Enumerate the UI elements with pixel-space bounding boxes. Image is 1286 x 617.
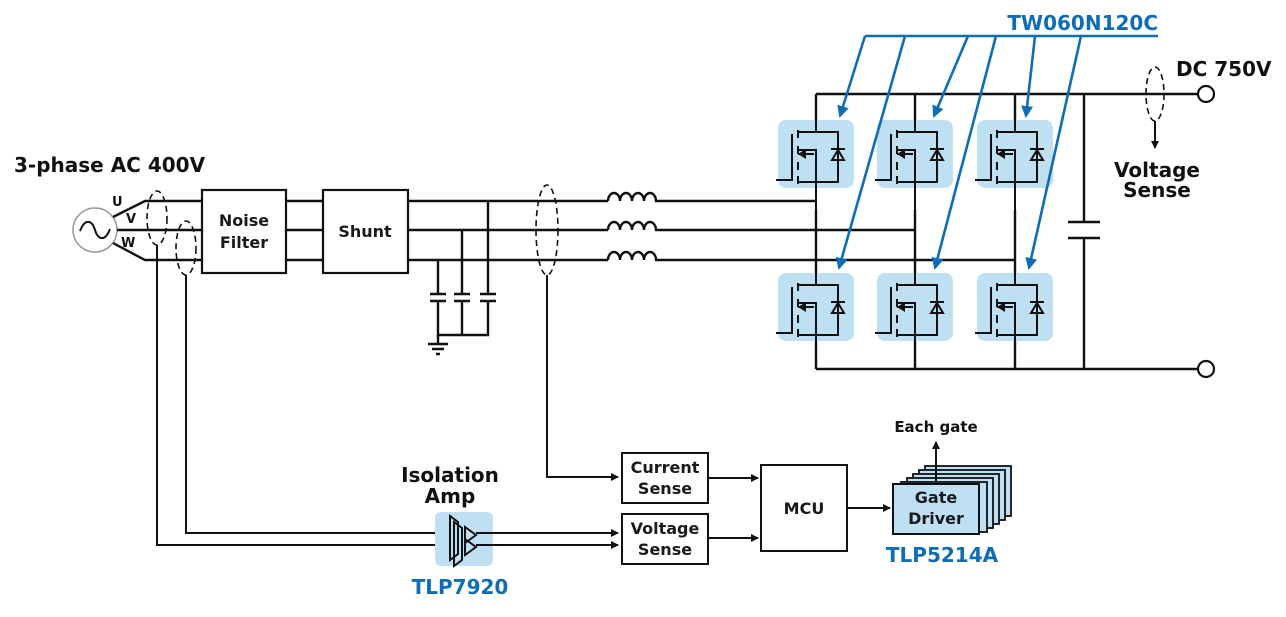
- mosfet-q5: [874, 252, 954, 370]
- noise-filter-label-1: Noise: [219, 211, 269, 230]
- gate-driver-part-label: TLP5214A: [886, 543, 999, 567]
- current-sense-label-2: Sense: [638, 479, 692, 498]
- gate-driver-block: [892, 483, 980, 535]
- ac-source-label: 3-phase AC 400V: [14, 153, 206, 177]
- filter-to-shunt-lines: [286, 199, 323, 262]
- current-sensor-ring-1: [146, 190, 168, 246]
- dc-positive-terminal: [1196, 84, 1216, 104]
- mosfet-q1: [775, 99, 855, 217]
- phase-w-label: W: [121, 236, 135, 251]
- ac-sense-wire-2: [185, 275, 446, 537]
- isolation-amp-label-1: Isolation: [401, 463, 499, 487]
- y-capacitors: [428, 201, 496, 356]
- ground-icon: [428, 342, 448, 356]
- mosfet-q6: [974, 252, 1054, 370]
- current-sense-wire: [546, 275, 619, 481]
- isolation-amp-icon: [435, 512, 493, 568]
- dc-voltage-sense-label-2: Sense: [1123, 178, 1191, 202]
- each-gate-label: Each gate: [894, 418, 977, 436]
- phase-u-label: U: [112, 195, 123, 210]
- noise-filter-block: [200, 188, 288, 275]
- ac-sense-wire-1: [156, 245, 446, 549]
- shunt-label: Shunt: [338, 222, 392, 241]
- voltage-sense-block: [621, 513, 709, 565]
- mosfet-pointers: [835, 34, 1158, 270]
- isolation-amp-part-label: TLP7920: [412, 575, 509, 599]
- mosfet-q3: [974, 99, 1054, 217]
- dc-voltage-sense-label-1: Voltage: [1114, 158, 1200, 182]
- inductors: [606, 191, 1015, 262]
- line-w: [112, 241, 202, 262]
- phase-v-label: V: [126, 212, 136, 227]
- voltage-sense-label-1: Voltage: [631, 519, 700, 538]
- mosfet-q4: [775, 252, 855, 370]
- noise-filter-label-2: Filter: [220, 233, 268, 252]
- isolation-amp-label-2: Amp: [425, 484, 476, 508]
- ac-source: [72, 207, 118, 253]
- phase-lines: [408, 199, 608, 262]
- gate-driver-stack: [892, 465, 1012, 535]
- dc-link-capacitor: [1068, 94, 1100, 369]
- mcu-label: MCU: [784, 499, 825, 518]
- line-u: [112, 199, 202, 219]
- gate-driver-label-2: Driver: [908, 509, 964, 528]
- dc-negative-terminal: [1196, 359, 1216, 379]
- gate-driver-label-1: Gate: [915, 488, 958, 507]
- mosfet-q2: [874, 99, 954, 217]
- voltage-sense-label-2: Sense: [638, 540, 692, 559]
- sine-wave-icon: [79, 220, 111, 240]
- dc-bus-label: DC 750V: [1176, 57, 1272, 81]
- mosfet-part-label: TW060N120C: [1007, 11, 1158, 35]
- shunt-block: [321, 188, 410, 275]
- current-sense-label-1: Current: [631, 458, 700, 477]
